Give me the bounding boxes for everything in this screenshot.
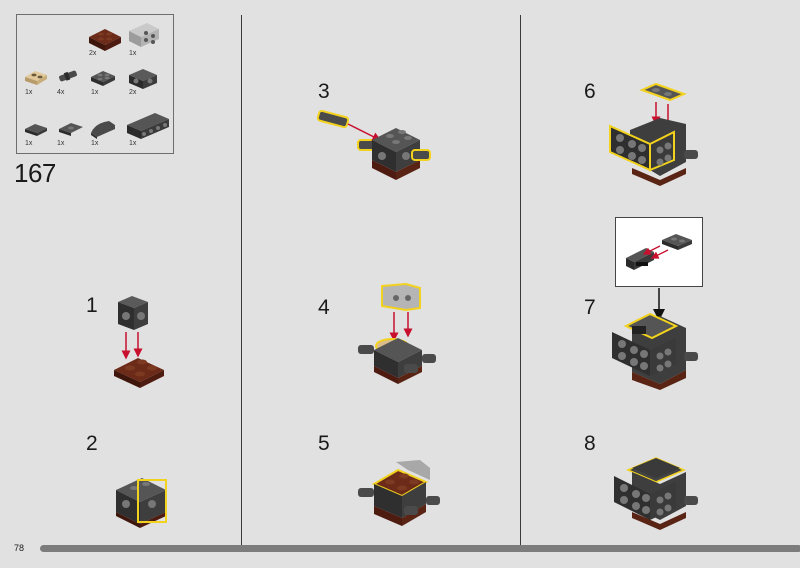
step-number: 5: [318, 432, 330, 455]
sub-step-illustration: [626, 234, 692, 270]
page-number: 78: [14, 543, 25, 553]
step-number: 4: [318, 296, 330, 319]
column-divider: [241, 15, 242, 545]
step-number: 8: [584, 432, 596, 455]
part-qty: 1x: [129, 140, 137, 147]
step-1-model: [114, 296, 164, 388]
part-plate-studs-on-side: [127, 113, 169, 139]
step-4-model: [358, 282, 436, 384]
sub-step-callout: [615, 217, 703, 287]
part-brick-studs-on-side: [129, 69, 157, 89]
part-qty: 4x: [57, 89, 65, 96]
part-pin-connector: [59, 70, 77, 82]
part-tile: [25, 124, 47, 136]
part-qty: 1x: [91, 140, 99, 147]
part-qty: 1x: [25, 140, 33, 147]
part-plate-tan: [25, 71, 47, 85]
step-5-model: [358, 460, 440, 526]
step-8-model: [614, 457, 698, 530]
step-number: 1: [86, 294, 98, 317]
step-number: 3: [318, 80, 330, 103]
step-3-model: [316, 109, 431, 180]
step-number: 7: [584, 296, 596, 319]
part-bracket-light-gray: [129, 23, 159, 47]
part-qty: 2x: [89, 50, 97, 57]
step-7-model: [612, 312, 698, 390]
step-6-model: [609, 82, 698, 186]
part-qty: 1x: [25, 89, 33, 96]
step-number: 2: [86, 432, 98, 455]
part-brick-reddish-brown: [89, 29, 121, 51]
part-qty: 1x: [129, 50, 137, 57]
parts-list-box: 2x 1x 1x 4x 1x 2x 1x 1x 1x 1x: [16, 14, 174, 154]
part-curved-slope: [91, 121, 115, 139]
part-grille-tile: [59, 123, 83, 136]
part-plate-dark-gray: [91, 71, 115, 86]
part-qty: 1x: [91, 89, 99, 96]
progress-bar: [40, 545, 800, 552]
part-qty: 2x: [129, 89, 137, 96]
column-divider: [520, 15, 521, 545]
step-number: 6: [584, 80, 596, 103]
submodel-number: 167: [14, 158, 56, 188]
part-qty: 1x: [57, 140, 65, 147]
parts-illustrations: [25, 23, 169, 139]
step-2-model: [116, 478, 167, 528]
